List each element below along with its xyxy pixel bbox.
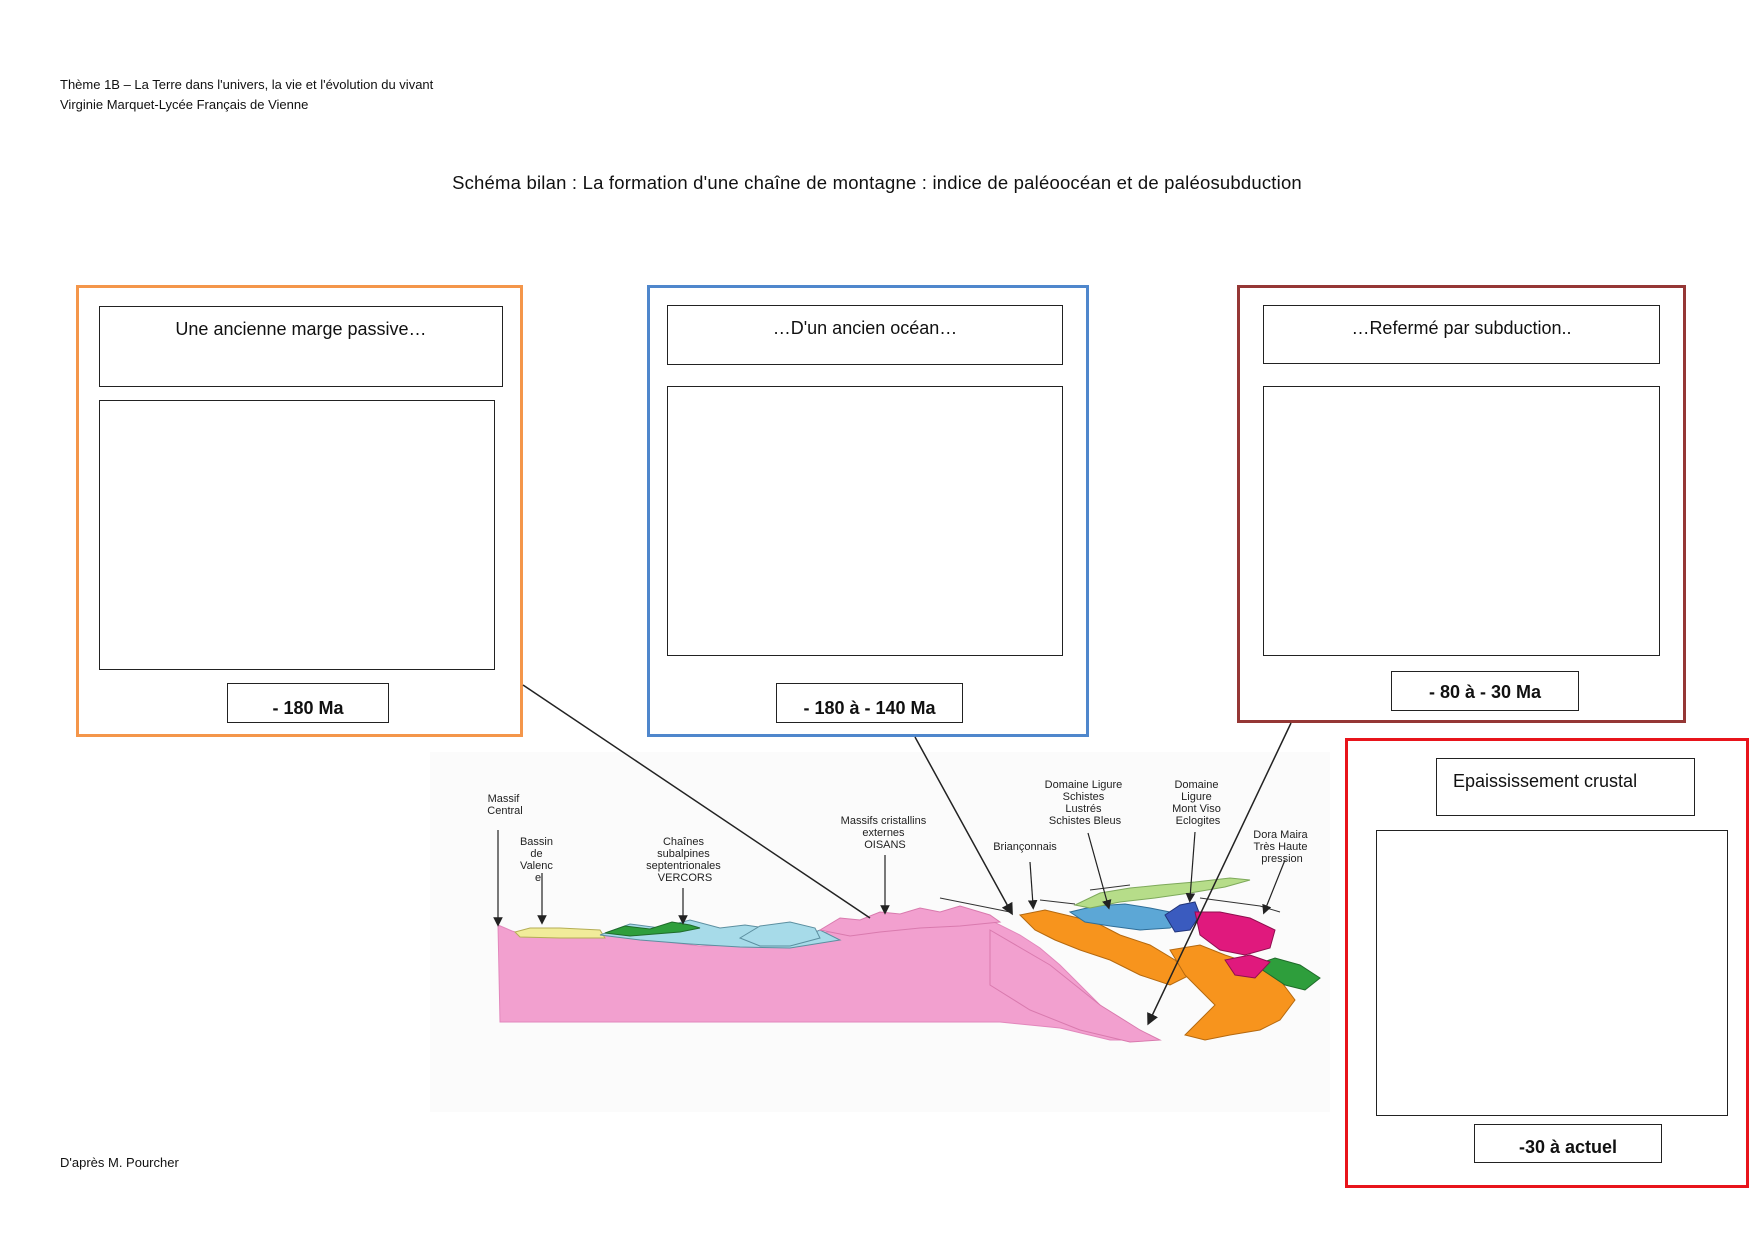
age-label: - 180 Ma xyxy=(227,683,389,723)
panel-passive-margin: Une ancienne marge passive… - 180 Ma xyxy=(76,285,523,737)
arrow-ancient-ocean xyxy=(914,736,1013,916)
surface-lines xyxy=(939,884,1281,913)
dora-maira-green xyxy=(1253,957,1321,991)
dora-maira-magenta-lower xyxy=(1224,954,1271,979)
subducting-crust xyxy=(989,929,1162,1043)
basin-sediments xyxy=(514,927,606,939)
header-theme: Thème 1B – La Terre dans l'univers, la v… xyxy=(60,77,434,92)
subalpine-green-layer xyxy=(604,921,701,937)
drawing-area[interactable] xyxy=(1376,830,1728,1116)
drawing-area[interactable] xyxy=(667,386,1063,656)
label-pointers xyxy=(493,830,1286,927)
label-massifs-cristallins: Massifs cristallins externes OISANS xyxy=(841,815,930,851)
arrow-subduction xyxy=(1147,722,1292,1026)
page-title: Schéma bilan : La formation d'une chaîne… xyxy=(452,172,1302,193)
footer-credit: D'après M. Pourcher xyxy=(60,1155,179,1170)
subalpine-blue-hill xyxy=(738,921,821,947)
age-label: -30 à actuel xyxy=(1474,1124,1662,1163)
oisans-massif xyxy=(818,905,1002,937)
panel-subduction: …Refermé par subduction.. - 80 à - 30 Ma xyxy=(1237,285,1686,723)
panel-ancient-ocean: …D'un ancien océan… - 180 à - 140 Ma xyxy=(647,285,1089,737)
label-massif-central: Massif Central xyxy=(487,793,522,817)
age-label: - 180 à - 140 Ma xyxy=(776,683,963,723)
label-domaine-ligure-viso: Domaine Ligure Mont Viso Eclogites xyxy=(1172,779,1224,827)
label-bassin-valence: Bassin de Valenc e xyxy=(520,836,556,884)
drawing-area[interactable] xyxy=(1263,386,1660,656)
drawing-area[interactable] xyxy=(99,400,495,670)
arrow-passive-margin xyxy=(522,684,871,919)
panel-title: Une ancienne marge passive… xyxy=(99,306,503,387)
panel-crustal-thickening: Epaississement crustal -30 à actuel xyxy=(1345,738,1749,1188)
label-domaine-ligure-schistes: Domaine Ligure Schistes Lustrés Schistes… xyxy=(1045,779,1126,827)
panel-title: …D'un ancien océan… xyxy=(667,305,1063,365)
dora-maira-magenta xyxy=(1194,911,1276,956)
age-label: - 80 à - 30 Ma xyxy=(1391,671,1579,711)
ophiolite-band xyxy=(1073,877,1251,909)
panel-title: …Refermé par subduction.. xyxy=(1263,305,1660,364)
label-brianconnais: Briançonnais xyxy=(993,841,1057,853)
label-chaines-subalpines: Chaînes subalpines septentrionales VERCO… xyxy=(646,836,724,884)
label-dora-maira: Dora Maira Très Haute pression xyxy=(1253,829,1310,865)
panel-title: Epaississement crustal xyxy=(1436,758,1695,816)
header-author: Virginie Marquet-Lycée Français de Vienn… xyxy=(60,97,309,112)
